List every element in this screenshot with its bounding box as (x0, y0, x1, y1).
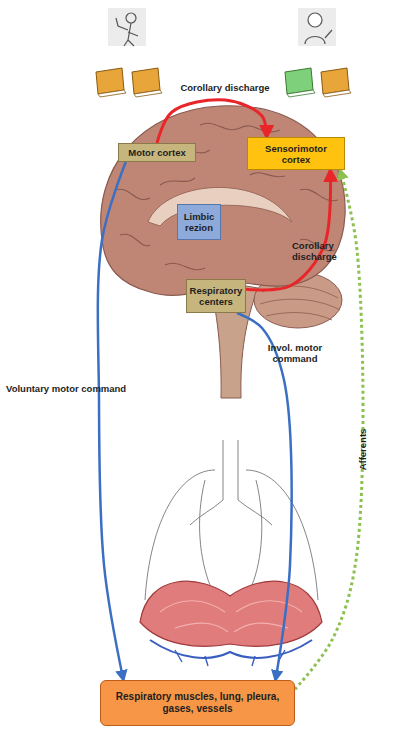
connector-label: Afferents (357, 410, 368, 490)
book-pages (134, 90, 162, 97)
person-sketch (305, 13, 332, 44)
right-lung (246, 470, 318, 600)
box-label: Respiratory muscles, lung, pleura, gases… (103, 691, 292, 715)
vessel (150, 640, 312, 658)
region-box: Limbic rezion (177, 204, 221, 240)
book-pages (287, 90, 315, 97)
cortex-box: Motor cortex (118, 143, 196, 162)
connector-label: Corollary discharge (292, 240, 350, 262)
cortex-box: Sensorimotor cortex (247, 137, 345, 170)
box-label: Limbic rezion (180, 211, 218, 233)
lung-inner (200, 480, 262, 585)
cerebellum-folds (260, 286, 340, 320)
book-icon (132, 68, 160, 94)
connector-label: Voluntary motor command (6, 383, 166, 394)
body-sketch (116, 18, 138, 46)
connector-arrow (237, 313, 292, 680)
center-box: Respiratory centers (186, 279, 246, 313)
book-group (96, 68, 351, 97)
book-pages (98, 90, 126, 97)
person-sketch (116, 13, 138, 46)
cerebrum (101, 106, 345, 296)
left-lung (145, 470, 215, 600)
connector-arrow (98, 162, 126, 680)
lung-outline (145, 440, 318, 600)
icon-frame (108, 8, 146, 46)
box-label: Respiratory centers (189, 285, 243, 307)
connector-label: Invol. motor command (262, 342, 328, 364)
box-label: Motor cortex (128, 147, 186, 158)
bronchi (190, 500, 272, 525)
box-label: Sensorimotor cortex (250, 143, 342, 165)
muscle-fibres (160, 601, 302, 632)
vessel-branch (175, 650, 285, 666)
book-icon (285, 68, 313, 94)
trachea (223, 440, 238, 500)
book-icon (96, 68, 124, 94)
icon-frame (298, 8, 336, 46)
diaphragm-illustration (140, 581, 322, 666)
head-sketch (308, 13, 322, 27)
book-icon (321, 68, 349, 94)
diaphragm (140, 581, 322, 646)
connector-label: Corollary discharge (180, 82, 270, 93)
target-box: Respiratory muscles, lung, pleura, gases… (100, 680, 295, 726)
body-sketch (305, 30, 332, 44)
head-sketch (126, 13, 136, 23)
book-pages (323, 90, 351, 97)
connector-arrow (246, 170, 331, 290)
